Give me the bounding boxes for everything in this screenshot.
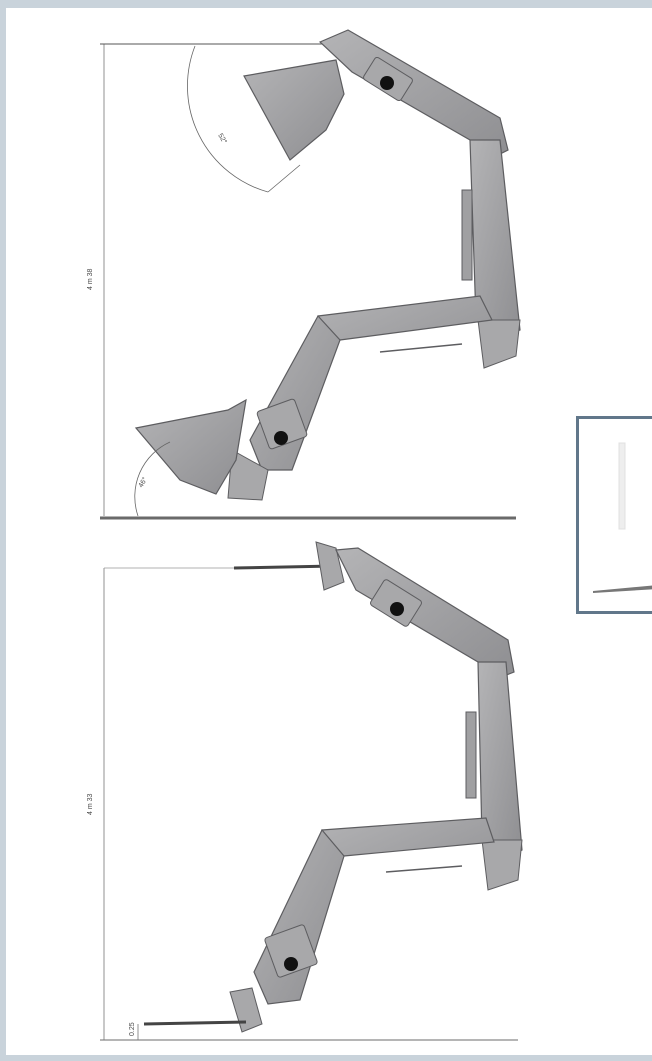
detail-inset [576, 416, 652, 614]
lower-bucket-linkage [227, 449, 269, 501]
upper-pivot-dot-bottom [390, 602, 404, 616]
lower-pivot-dot [274, 431, 288, 445]
lower-arm-plate-bottom [264, 924, 318, 978]
upper-angle-arc [187, 45, 269, 193]
mast-base [477, 319, 521, 369]
lower-pivot-dot-bottom [284, 957, 298, 971]
fork-height-label: 0.25 [129, 1022, 136, 1036]
height-label-bottom: 4 m 33 [87, 793, 94, 815]
upper-bucket [243, 59, 345, 161]
upper-fork-carriage [315, 541, 345, 591]
loader-arm-drawing: 4 m 38 52° 46° [87, 29, 523, 1041]
lower-bucket [134, 398, 247, 495]
upper-fork [233, 564, 335, 570]
inset-drawing [593, 442, 652, 593]
upper-angle-label: 52° [216, 132, 228, 145]
lower-angle-arc [134, 441, 171, 517]
lower-arm-plate [256, 398, 308, 450]
upper-boom-bottom [335, 547, 515, 681]
top-panel: 4 m 38 52° 46° [87, 29, 521, 520]
mast-base-bottom [481, 839, 523, 891]
lower-arm-bottom [253, 828, 345, 1005]
lower-angle-label: 46° [137, 476, 149, 489]
lower-fork-carriage [229, 987, 263, 1033]
figure-frame: 4 m 38 52° 46° [6, 8, 652, 1055]
upper-pivot-dot [380, 76, 394, 90]
height-label: 4 m 38 [87, 268, 94, 290]
lower-fork [143, 1020, 247, 1026]
lift-cylinder [461, 189, 473, 281]
bottom-panel: 4 m 33 0.25 [87, 541, 523, 1041]
lift-cylinder-bottom [465, 711, 477, 799]
lower-arm [249, 314, 341, 471]
inset-blade [593, 585, 652, 593]
inset-faint-shape [618, 442, 626, 530]
